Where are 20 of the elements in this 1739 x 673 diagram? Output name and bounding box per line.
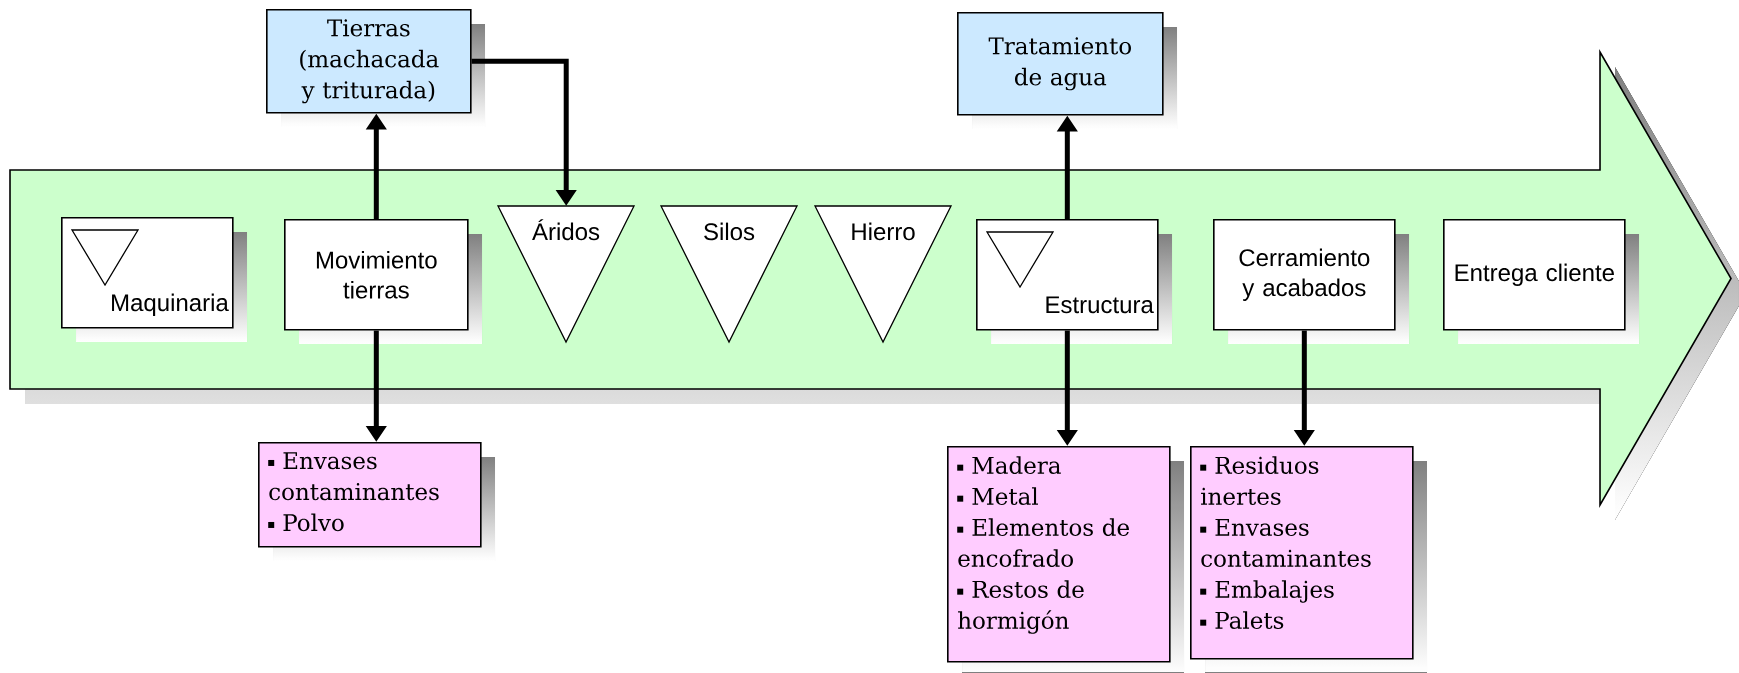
list-item: Residuos inertes: [1200, 456, 1319, 505]
list-item: Metal: [957, 487, 1038, 505]
list-box: [947, 446, 1184, 673]
process-box: Maquinaria: [61, 217, 247, 342]
list-item: Restos de hormigón: [957, 580, 1084, 634]
process-box: Tratamiento de agua: [957, 12, 1177, 129]
list-item: Elementos de encofrado: [957, 518, 1129, 567]
list-item: Embalajes: [1200, 580, 1334, 603]
list-item: Palets: [1200, 611, 1284, 629]
process-box: Movimiento tierras: [284, 219, 482, 344]
process-box: Estructura: [976, 219, 1172, 344]
list-item: Polvo: [268, 513, 344, 532]
process-box: Entrega cliente: [1443, 219, 1639, 344]
list-item: Envases contaminantes: [268, 452, 439, 501]
process-box: Cerramiento y acabados: [1213, 219, 1409, 344]
list-box: [1190, 446, 1427, 673]
process-box: Tierras (machacada y triturada): [266, 9, 485, 127]
list-box: [258, 442, 495, 561]
list-item: Envases contaminantes: [1200, 518, 1371, 567]
list-item: Madera: [957, 456, 1061, 474]
